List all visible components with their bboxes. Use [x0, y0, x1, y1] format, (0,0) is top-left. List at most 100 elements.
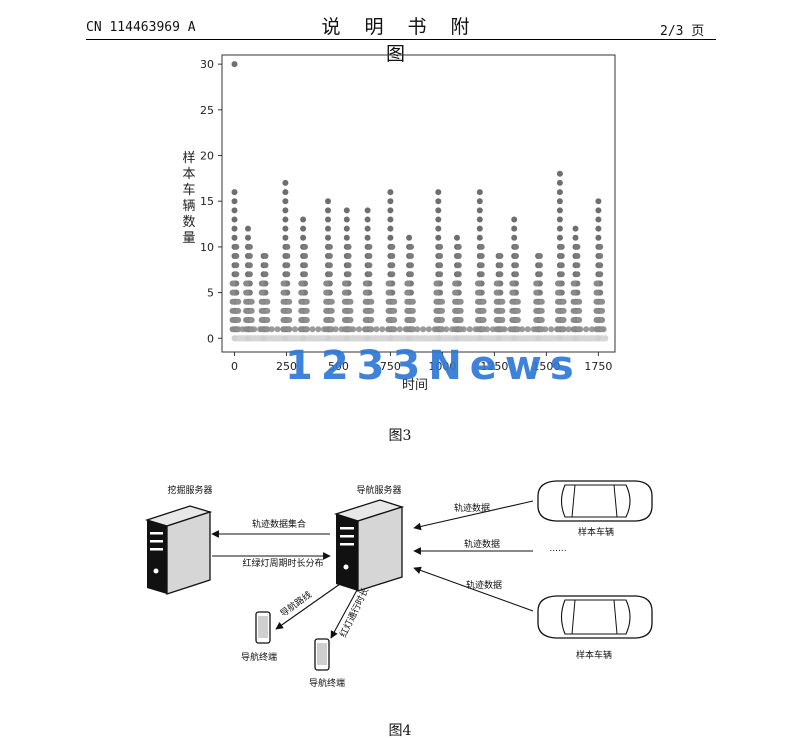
data-point: [286, 307, 293, 314]
data-point: [493, 326, 500, 333]
data-point: [268, 326, 275, 333]
data-point: [323, 298, 330, 305]
data-point: [437, 253, 444, 259]
data-point: [511, 234, 518, 241]
data-point: [457, 317, 464, 323]
data-point: [345, 271, 352, 278]
data-point: [509, 326, 516, 333]
data-point: [478, 243, 485, 250]
data-point: [302, 271, 308, 278]
data-point: [387, 198, 394, 205]
data-point: [452, 298, 459, 305]
data-point: [404, 280, 411, 287]
data-point: [555, 307, 561, 314]
data-point: [391, 298, 398, 305]
plot-frame: [221, 54, 616, 353]
watermark: 1233News: [285, 343, 582, 389]
data-point: [326, 243, 333, 250]
data-point: [570, 289, 577, 296]
red-light-time-label: 红灯通行时长: [337, 586, 371, 640]
data-point: [555, 289, 561, 296]
data-point: [404, 307, 411, 314]
data-point: [593, 317, 600, 323]
data-point: [480, 307, 487, 314]
data-point: [574, 271, 581, 278]
data-point: [231, 61, 238, 68]
data-point: [495, 335, 502, 342]
data-point: [260, 335, 267, 342]
data-point: [282, 207, 289, 214]
header-rule: [86, 39, 716, 40]
data-point: [476, 189, 483, 196]
data-point: [555, 326, 561, 333]
data-point: [243, 317, 250, 323]
data-point: [455, 243, 462, 250]
data-point: [262, 253, 269, 259]
data-point: [282, 179, 289, 186]
data-point: [475, 307, 481, 314]
x-tick-label: 1750: [584, 360, 612, 373]
data-point: [466, 326, 473, 333]
data-point: [326, 271, 333, 278]
data-point: [366, 243, 373, 250]
data-point: [341, 307, 348, 314]
data-point: [478, 253, 485, 259]
data-point: [406, 335, 413, 342]
data-point: [248, 317, 255, 323]
data-point: [302, 243, 308, 250]
data-point: [246, 243, 253, 250]
data-point: [556, 170, 563, 177]
data-point: [457, 298, 464, 305]
data-point: [433, 280, 440, 287]
data-point: [408, 271, 414, 278]
data-point: [497, 253, 504, 259]
arrow-trajectory-data-3: [413, 566, 534, 612]
arrow-nav-route: [275, 583, 341, 630]
data-point: [475, 280, 481, 287]
y-tick-label: 10: [200, 241, 214, 254]
data-point: [499, 307, 506, 314]
data-point: [347, 298, 354, 305]
data-point: [343, 234, 350, 241]
phone-icon: [255, 611, 271, 644]
data-point: [476, 216, 483, 223]
data-point: [513, 271, 519, 278]
data-point: [343, 335, 350, 342]
data-point: [341, 317, 348, 323]
data-point: [439, 298, 445, 305]
data-point: [514, 298, 521, 305]
data-point: [302, 262, 308, 269]
data-point: [298, 280, 305, 287]
data-point: [408, 262, 414, 269]
data-point: [328, 317, 335, 323]
data-point: [258, 289, 265, 296]
data-point: [323, 307, 330, 314]
data-points: [229, 61, 609, 342]
data-point: [343, 225, 350, 232]
data-point: [576, 317, 583, 323]
data-point: [302, 253, 308, 259]
data-point: [366, 271, 373, 278]
data-point: [245, 225, 251, 232]
data-point: [404, 317, 411, 323]
data-point: [560, 298, 567, 305]
data-point: [519, 326, 526, 333]
data-point: [593, 307, 600, 314]
data-point: [385, 326, 392, 333]
data-point: [452, 280, 459, 287]
data-point: [478, 262, 485, 269]
mining-server-icon: [144, 505, 213, 595]
data-point: [235, 307, 242, 314]
data-point: [326, 262, 333, 269]
data-point: [595, 207, 602, 214]
data-point: [282, 335, 289, 342]
arrow-trajectory-data-1: [413, 500, 534, 531]
data-point: [387, 189, 394, 196]
data-point: [597, 262, 604, 269]
data-point: [243, 298, 250, 305]
data-point: [408, 253, 414, 259]
data-point: [362, 298, 369, 305]
data-point: [435, 198, 442, 205]
data-point: [326, 253, 333, 259]
data-point: [408, 243, 414, 250]
